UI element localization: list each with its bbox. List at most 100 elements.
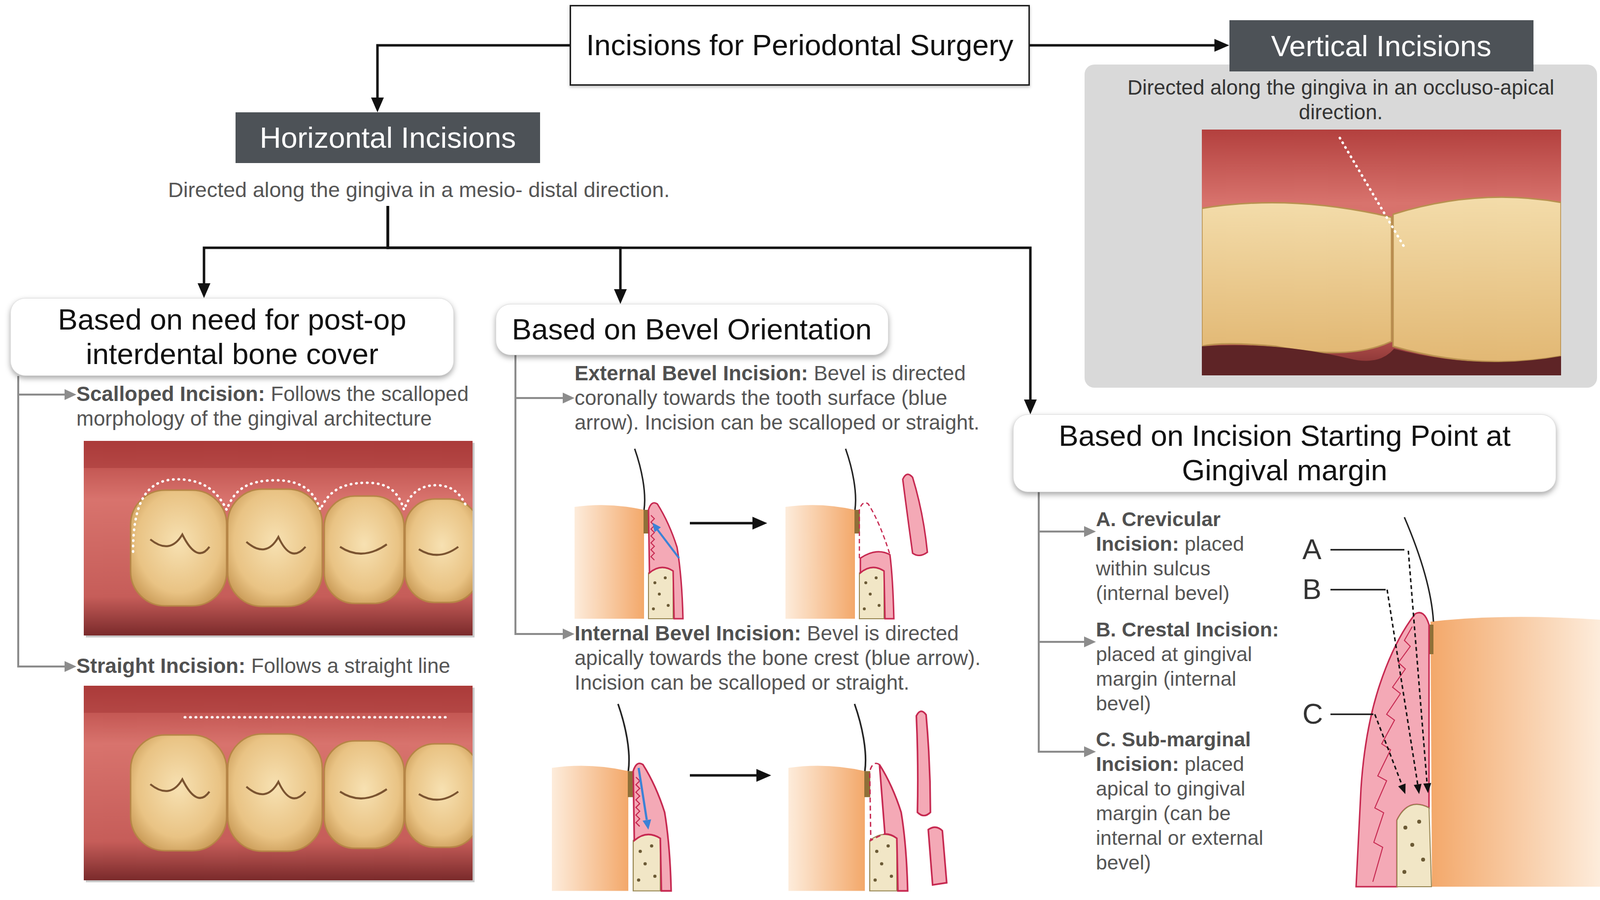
- gingiva-section: [1408, 550, 1428, 784]
- photo-scalloped: [133, 479, 466, 552]
- photo-vertical: [1201, 345, 1562, 376]
- connector: [515, 355, 575, 640]
- arrow-head: [1214, 38, 1230, 52]
- external-bevel-after: [902, 474, 928, 556]
- gingiva-section: [1387, 589, 1418, 785]
- process-arrow: [689, 522, 754, 525]
- gingiva-section: [1421, 857, 1426, 862]
- connector-line: [387, 205, 621, 294]
- arrow-head: [1084, 526, 1096, 538]
- criterion-box: Based on Bevel Orientation: [495, 304, 889, 356]
- title-text: Vertical Incisions: [1271, 29, 1492, 64]
- process-arrow: [689, 774, 758, 778]
- connector: [1038, 492, 1096, 758]
- connector: [1038, 492, 1096, 648]
- incision-type: Scalloped Incision:Follows the scalloped…: [76, 381, 491, 432]
- internal-bevel-before: [633, 763, 672, 892]
- internal-bevel-after: [788, 704, 947, 892]
- internal-bevel-before: [638, 768, 647, 821]
- gingiva-section: [1330, 714, 1374, 716]
- connector: [1029, 38, 1230, 52]
- item-heading: Scalloped Incision:: [76, 382, 266, 406]
- node-label: Based on Incision Starting Point at Ging…: [1027, 418, 1542, 488]
- process-arrow: [752, 516, 768, 530]
- photo-scalloped: [83, 441, 473, 636]
- arrow-head: [64, 389, 77, 401]
- gingiva-section: [1430, 616, 1600, 887]
- root-box: Incisions for Periodontal Surgery: [569, 4, 1030, 86]
- photo-vertical: [1339, 137, 1406, 250]
- internal-bevel-before: [551, 704, 672, 892]
- gingiva-section: [1423, 782, 1431, 794]
- external-bevel-after: [860, 551, 894, 619]
- criterion-box: Based on Incision Starting Point at Ging…: [1013, 414, 1557, 493]
- callout-letter: A: [1302, 533, 1322, 566]
- process-arrow: [689, 516, 768, 530]
- gingiva-section: [1403, 825, 1408, 830]
- connector-line: [18, 375, 69, 667]
- node-label: Based on Bevel Orientation: [511, 312, 872, 347]
- photo-vertical: [1201, 129, 1562, 376]
- internal-bevel-after: [788, 704, 897, 892]
- arrow-head: [197, 283, 211, 299]
- title-bar: Vertical Incisions: [1229, 20, 1534, 72]
- arrow-head: [64, 661, 77, 673]
- photo-vertical: [1201, 202, 1392, 353]
- gingiva-section: [1404, 517, 1434, 622]
- gingiva-section: [1330, 589, 1386, 591]
- connector: [387, 205, 627, 305]
- internal-bevel-before: [642, 819, 651, 830]
- photo-vertical: [1393, 197, 1562, 362]
- connector-line: [1038, 492, 1088, 532]
- panel-ground: [1084, 64, 1598, 388]
- item-text: placed at gingival margin (internal beve…: [1095, 643, 1253, 715]
- description: Directed along the gingiva in an occluso…: [1094, 75, 1588, 125]
- connector: [18, 375, 77, 401]
- connector-line: [204, 205, 388, 288]
- description-block: Directed along the gingiva in an occluso…: [1094, 75, 1588, 125]
- gingiva-section: [1402, 870, 1407, 875]
- process-arrow: [689, 769, 772, 783]
- connector-line: [1029, 44, 1220, 47]
- photo-scalloped: [83, 441, 473, 469]
- process-arrow: [756, 769, 772, 783]
- callout-letter: C: [1302, 697, 1324, 731]
- item-heading: External Bevel Incision:: [574, 361, 809, 385]
- external-bevel-before: [574, 448, 683, 619]
- incision-type: B. Crestal Incision:placed at gingival m…: [1095, 617, 1289, 716]
- external-bevel-before: [652, 522, 661, 533]
- incision-type: External Bevel Incision:Bevel is directe…: [574, 361, 1009, 436]
- external-bevel-before: [648, 503, 683, 619]
- gingiva-section: [1417, 819, 1422, 824]
- description-block: Directed along the gingiva in a mesio- d…: [142, 177, 695, 203]
- connector: [197, 205, 388, 299]
- connector: [515, 355, 575, 404]
- incision-type: Straight Incision:Follows a straight lin…: [76, 653, 491, 679]
- arrow-head: [1023, 399, 1037, 415]
- node-label: Incisions for Periodontal Surgery: [585, 28, 1014, 63]
- internal-bevel-after: [869, 763, 886, 842]
- photo-vertical: [1201, 129, 1562, 376]
- gingiva-section: [1413, 783, 1422, 795]
- photo-straight: [184, 716, 446, 719]
- item-heading: B. Crestal Incision:: [1095, 618, 1279, 642]
- connector-line: [515, 355, 567, 399]
- photo-scalloped: [83, 441, 479, 638]
- photo-straight: [83, 685, 473, 881]
- callout-letter: B: [1302, 573, 1322, 606]
- category-panel: Vertical IncisionsDirected along the gin…: [1084, 20, 1598, 388]
- gingiva-section: [1396, 804, 1432, 887]
- incision-type: A. Crevicular Incision:placed within sul…: [1095, 507, 1289, 606]
- node-label: Based on need for post-op interdental bo…: [24, 302, 440, 372]
- connector: [18, 375, 77, 673]
- connector: [371, 45, 570, 113]
- external-bevel-after: [785, 448, 885, 619]
- connector-line: [1038, 492, 1088, 643]
- photo-vertical: [1201, 129, 1562, 376]
- title-text: Horizontal Incisions: [259, 120, 516, 155]
- internal-bevel-after: [928, 827, 947, 886]
- internal-bevel-before: [551, 704, 661, 892]
- connector-line: [515, 355, 567, 635]
- gingiva-section: [1374, 714, 1402, 785]
